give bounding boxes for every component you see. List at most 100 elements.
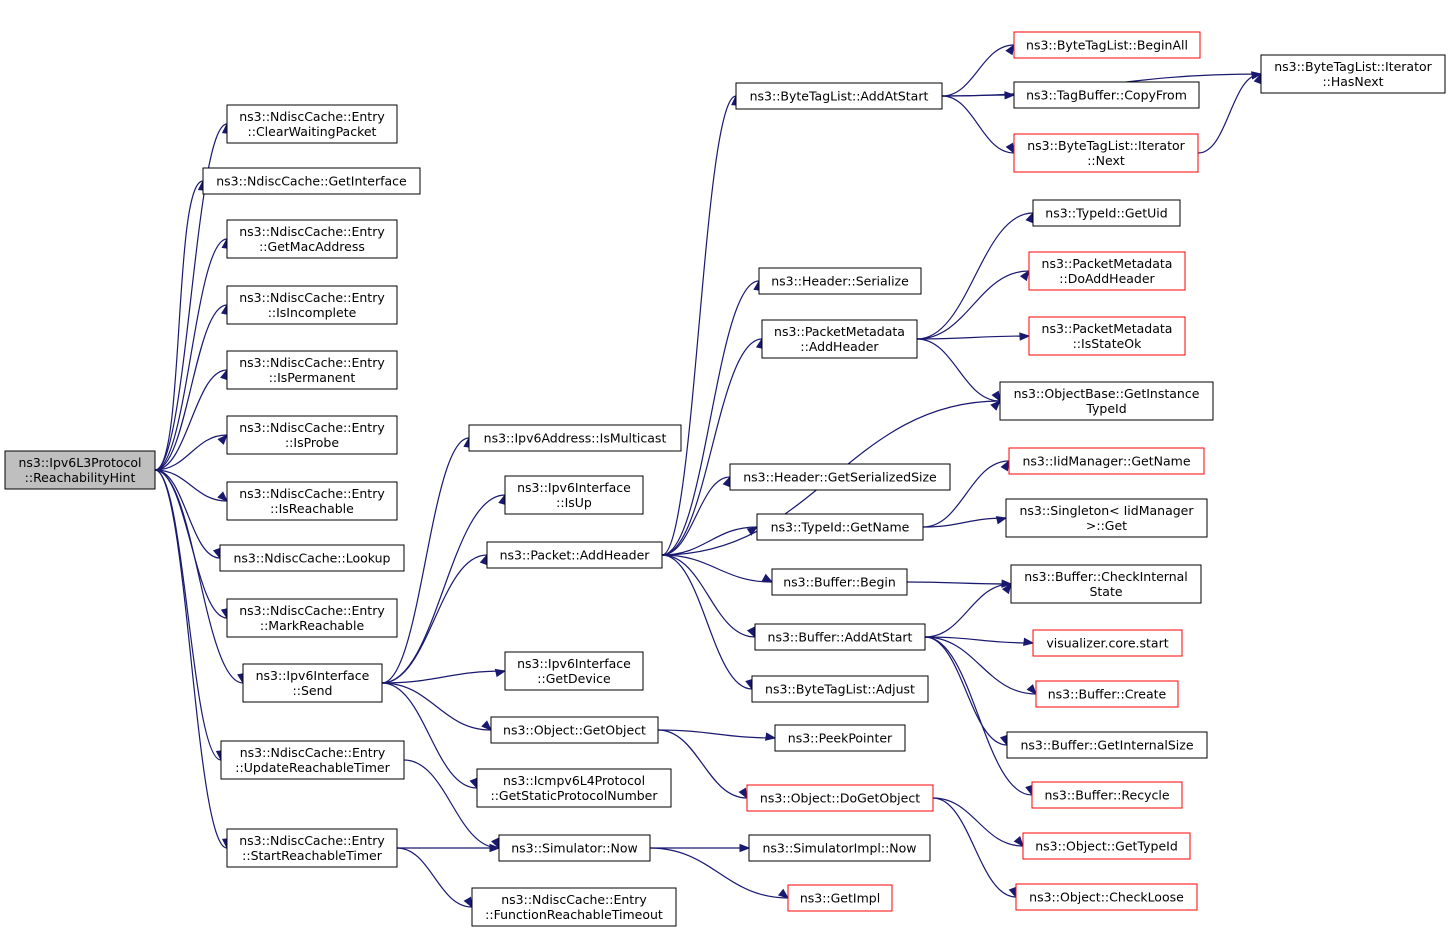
call-edge: [924, 636, 1035, 647]
call-edge: [154, 469, 228, 502]
node-addheader[interactable]: ns3::Packet::AddHeader: [486, 541, 663, 569]
node-box: [226, 415, 398, 455]
node-hdrserialize[interactable]: ns3::Header::Serialize: [758, 267, 922, 295]
node-ispermanent[interactable]: ns3::NdiscCache::Entry::IsPermanent: [226, 350, 398, 390]
node-getmac[interactable]: ns3::NdiscCache::Entry::GetMacAddress: [226, 219, 398, 259]
node-getimpl[interactable]: ns3::GetImpl: [787, 884, 893, 912]
node-label: ns3::NdiscCache::Entry: [501, 892, 647, 907]
node-simimplnow[interactable]: ns3::SimulatorImpl::Now: [748, 834, 931, 862]
node-isup[interactable]: ns3::Ipv6Interface::IsUp: [504, 475, 644, 515]
node-markreachable[interactable]: ns3::NdiscCache::Entry::MarkReachable: [226, 598, 398, 638]
node-label: ns3::NdiscCache::GetInterface: [216, 174, 407, 189]
call-edge: [657, 729, 777, 741]
node-getdevice[interactable]: ns3::Ipv6Interface::GetDevice: [504, 651, 644, 691]
node-hdrgetsize[interactable]: ns3::Header::GetSerializedSize: [729, 463, 951, 491]
call-edge: [924, 636, 1034, 797]
node-vizstart[interactable]: visualizer.core.start: [1032, 629, 1183, 657]
node-send[interactable]: ns3::Ipv6Interface::Send: [242, 663, 383, 703]
node-label: ns3::Ipv6Interface: [517, 656, 631, 671]
node-box: [1005, 498, 1208, 538]
node-bufaddatstart[interactable]: ns3::Buffer::AddAtStart: [754, 623, 926, 651]
node-btlithasnext[interactable]: ns3::ByteTagList::Iterator::HasNext: [1260, 54, 1446, 94]
call-edge: [916, 338, 1001, 403]
node-bufbegin[interactable]: ns3::Buffer::Begin: [771, 568, 908, 596]
node-isincomplete[interactable]: ns3::NdiscCache::Entry::IsIncomplete: [226, 285, 398, 325]
node-label: ns3::Object::GetTypeId: [1035, 839, 1178, 854]
node-label: State: [1089, 584, 1122, 599]
node-box: [468, 424, 682, 452]
node-box: [771, 568, 908, 596]
node-label: ns3::Buffer::Create: [1048, 687, 1167, 702]
node-btladjust[interactable]: ns3::ByteTagList::Adjust: [751, 675, 929, 703]
node-funcreach[interactable]: ns3::NdiscCache::Entry::FunctionReachabl…: [471, 887, 677, 927]
node-box: [1013, 81, 1200, 109]
node-ismulticast[interactable]: ns3::Ipv6Address::IsMulticast: [468, 424, 682, 452]
node-isreachable[interactable]: ns3::NdiscCache::Entry::IsReachable: [226, 481, 398, 521]
node-clearwaiting[interactable]: ns3::NdiscCache::Entry::ClearWaitingPack…: [226, 104, 398, 144]
node-label: ns3::NdiscCache::Entry: [239, 224, 385, 239]
node-simnow[interactable]: ns3::Simulator::Now: [498, 834, 651, 862]
node-box: [226, 598, 398, 638]
node-label: ns3::NdiscCache::Entry: [240, 745, 386, 760]
call-edge: [1197, 72, 1262, 154]
node-pmdoaddheader[interactable]: ns3::PacketMetadata::DoAddHeader: [1028, 251, 1186, 291]
call-edge: [381, 668, 507, 684]
node-startreach[interactable]: ns3::NdiscCache::Entry::StartReachableTi…: [226, 828, 398, 868]
node-isprobe[interactable]: ns3::NdiscCache::Entry::IsProbe: [226, 415, 398, 455]
call-edge: [932, 797, 1024, 848]
node-iidgetname[interactable]: ns3::IidManager::GetName: [1008, 447, 1205, 475]
call-edge: [154, 368, 229, 471]
call-edge: [922, 516, 1008, 528]
node-box: [226, 828, 398, 868]
node-icmpv6[interactable]: ns3::Icmpv6L4Protocol::GetStaticProtocol…: [476, 768, 672, 808]
node-objgettypeid[interactable]: ns3::Object::GetTypeId: [1022, 832, 1191, 860]
node-box: [1031, 781, 1183, 809]
node-box: [226, 350, 398, 390]
node-box: [1015, 883, 1198, 911]
node-label: ns3::ByteTagList::BeginAll: [1026, 38, 1188, 53]
node-label: ns3::Buffer::Recycle: [1044, 788, 1169, 803]
node-box: [504, 651, 644, 691]
node-objcheckloose[interactable]: ns3::Object::CheckLoose: [1015, 883, 1198, 911]
node-box: [220, 740, 405, 780]
node-peekpointer[interactable]: ns3::PeekPointer: [774, 724, 906, 752]
node-box: [226, 219, 398, 259]
node-label: ns3::Simulator::Now: [511, 841, 638, 856]
node-box: [1028, 251, 1186, 291]
node-bufcreate[interactable]: ns3::Buffer::Create: [1035, 680, 1179, 708]
node-lookup[interactable]: ns3::NdiscCache::Lookup: [219, 544, 405, 572]
node-label: ns3::ByteTagList::AddAtStart: [750, 89, 929, 104]
node-tbcopyfrom[interactable]: ns3::TagBuffer::CopyFrom: [1013, 81, 1200, 109]
node-pmaddheader[interactable]: ns3::PacketMetadata::AddHeader: [761, 319, 918, 359]
node-label: ns3::Ipv6Interface: [517, 480, 631, 495]
node-singletonget[interactable]: ns3::Singleton< IidManager>::Get: [1005, 498, 1208, 538]
node-box: [999, 381, 1214, 421]
node-getinterface[interactable]: ns3::NdiscCache::GetInterface: [202, 167, 421, 195]
node-box: [774, 724, 906, 752]
call-edge: [661, 554, 774, 583]
node-bufgetinternal[interactable]: ns3::Buffer::GetInternalSize: [1006, 731, 1208, 759]
node-getobject[interactable]: ns3::Object::GetObject: [490, 716, 659, 744]
node-pmisstateok[interactable]: ns3::PacketMetadata::IsStateOk: [1028, 316, 1186, 356]
node-btlbeginall[interactable]: ns3::ByteTagList::BeginAll: [1013, 31, 1201, 59]
node-label: ::IsPermanent: [269, 370, 356, 385]
node-label: ::Send: [293, 683, 333, 698]
node-updatereach[interactable]: ns3::NdiscCache::Entry::UpdateReachableT…: [220, 740, 405, 780]
node-box: [226, 481, 398, 521]
node-box: [1010, 564, 1202, 604]
node-btlitnext[interactable]: ns3::ByteTagList::Iterator::Next: [1013, 133, 1199, 173]
node-label: visualizer.core.start: [1046, 636, 1168, 651]
node-bufrecycle[interactable]: ns3::Buffer::Recycle: [1031, 781, 1183, 809]
node-box: [729, 463, 951, 491]
call-edge: [397, 843, 501, 853]
node-label: ns3::ByteTagList::Iterator: [1027, 138, 1185, 153]
node-dogetobject[interactable]: ns3::Object::DoGetObject: [746, 784, 934, 812]
node-root[interactable]: ns3::Ipv6L3Protocol::ReachabilityHint: [4, 450, 156, 490]
node-typeidgetname[interactable]: ns3::TypeId::GetName: [756, 513, 924, 541]
node-btladdatstart[interactable]: ns3::ByteTagList::AddAtStart: [735, 82, 943, 110]
node-label: ::MarkReachable: [260, 618, 365, 633]
node-box: [4, 450, 156, 490]
node-typeidgetuid[interactable]: ns3::TypeId::GetUid: [1032, 199, 1181, 227]
